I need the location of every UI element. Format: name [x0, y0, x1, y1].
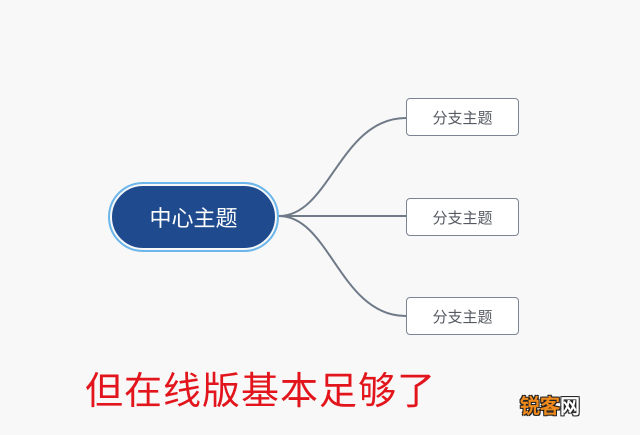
- branch-topic-label: 分支主题: [432, 108, 493, 127]
- watermark-logo: 锐客网: [520, 390, 580, 419]
- watermark-part-2: 网: [560, 394, 580, 418]
- branch-topic-label: 分支主题: [432, 307, 493, 326]
- branch-topic-node-2[interactable]: 分支主题: [406, 198, 519, 236]
- caption-text: 但在线版基本足够了: [85, 369, 437, 413]
- central-topic-label: 中心主题: [149, 207, 238, 232]
- connector-branch-1: [278, 117, 407, 217]
- branch-topic-label: 分支主题: [432, 208, 493, 227]
- branch-topic-node-1[interactable]: 分支主题: [406, 98, 519, 136]
- watermark-part-1: 锐客: [520, 394, 560, 418]
- branch-topic-node-3[interactable]: 分支主题: [406, 297, 519, 335]
- connector-branch-3: [278, 215, 407, 317]
- central-topic-node[interactable]: 中心主题: [108, 182, 279, 252]
